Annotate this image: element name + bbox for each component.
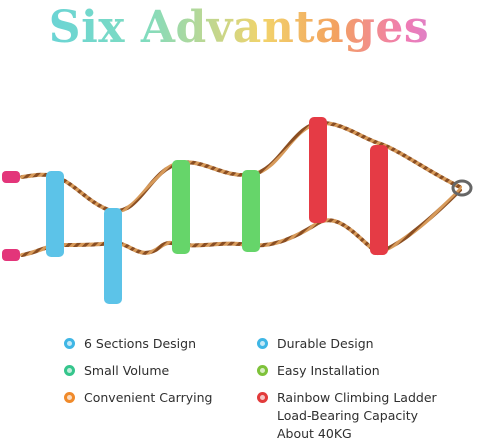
carabiner-hook — [451, 179, 473, 197]
rung-6 — [370, 145, 388, 255]
feature-6-label: Rainbow Climbing Ladder — [277, 390, 437, 405]
feature-1-label: 6 Sections Design — [84, 336, 197, 351]
page-title: Six Advantages — [0, 2, 478, 54]
feature-4-dot-icon — [257, 365, 268, 376]
feature-6-dot-icon — [257, 392, 268, 403]
feature-6-line-3: About 40KG — [277, 426, 352, 441]
rung-4 — [242, 170, 260, 252]
feature-4-label: Easy Installation — [277, 363, 380, 378]
rung-2 — [104, 208, 122, 304]
feature-item-6: Rainbow Climbing Ladder Load-Bearing Cap… — [257, 389, 437, 443]
top-rope — [20, 120, 462, 214]
feature-5-label: Convenient Carrying — [84, 390, 213, 405]
feature-3-label: Small Volume — [84, 363, 170, 378]
feature-3-dot-icon — [64, 365, 75, 376]
feature-item-1: 6 Sections Design — [64, 335, 196, 353]
feature-item-5: Convenient Carrying — [64, 389, 212, 407]
rope-end-top — [2, 171, 20, 183]
rope-ladder-illustration — [2, 117, 473, 304]
feature-item-4: Easy Installation — [257, 362, 380, 380]
feature-5-dot-icon — [64, 392, 75, 403]
feature-item-2: Durable Design — [257, 335, 374, 353]
feature-item-3: Small Volume — [64, 362, 169, 380]
feature-list: 6 Sections Design Durable Design Small V… — [0, 332, 478, 443]
rope-end-bottom — [2, 249, 20, 261]
feature-2-label: Durable Design — [277, 336, 374, 351]
rung-5 — [309, 117, 327, 223]
feature-2-dot-icon — [257, 338, 268, 349]
feature-1-dot-icon — [64, 338, 75, 349]
rung-1 — [46, 171, 64, 257]
feature-6-line-2: Load-Bearing Capacity — [277, 408, 419, 423]
rung-3 — [172, 160, 190, 254]
